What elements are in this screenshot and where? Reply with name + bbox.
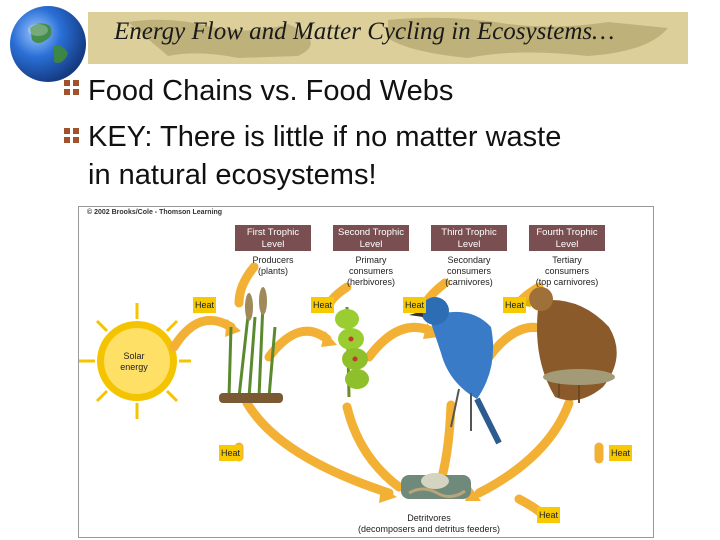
- solar-label-line: energy: [120, 362, 148, 372]
- bullet-icon: [64, 80, 79, 95]
- detritivores-label-line: Detritvores: [407, 513, 451, 523]
- level-title: First Trophic: [246, 227, 300, 238]
- level-desc-line: (herbivores): [346, 277, 395, 287]
- level-box-second: Second Trophic Level: [333, 225, 409, 251]
- level-title: Second Trophic: [337, 227, 404, 238]
- detritivores-label-line: (decomposers and detritus feeders): [357, 524, 501, 534]
- globe-icon: [10, 6, 86, 82]
- level-desc-line: Primary: [355, 255, 387, 265]
- bullet-key-continued: in natural ecosystems!: [88, 159, 377, 191]
- heat-label: Heat: [503, 297, 527, 313]
- slide-title: Energy Flow and Matter Cycling in Ecosys…: [114, 18, 615, 45]
- level-title: Third Trophic: [441, 227, 497, 238]
- level-desc-line: (plants): [257, 266, 288, 276]
- bullet-key: KEY: There is little if no matter waste: [88, 121, 562, 153]
- level-title: Fourth Trophic: [536, 227, 598, 238]
- level-desc-second: Primary consumers (herbivores): [326, 255, 416, 288]
- level-box-third: Third Trophic Level: [431, 225, 507, 251]
- heat-label: Heat: [193, 297, 217, 313]
- level-desc-line: Secondary: [447, 255, 491, 265]
- level-desc-third: Secondary consumers (carnivores): [424, 255, 514, 288]
- hawk-icon: [519, 287, 617, 403]
- level-desc-line: (top carnivores): [535, 277, 599, 287]
- level-title: Level: [555, 239, 579, 250]
- level-desc-line: Tertiary: [552, 255, 582, 265]
- heat-label: Heat: [219, 445, 243, 461]
- detritivores-icon: [401, 473, 471, 499]
- level-desc-line: consumers: [348, 266, 393, 276]
- bullet-food-chains: Food Chains vs. Food Webs: [88, 75, 454, 107]
- level-desc-line: consumers: [544, 266, 589, 276]
- title-banner: [88, 12, 688, 64]
- heat-label: Heat: [537, 507, 561, 523]
- level-title: Level: [261, 239, 285, 250]
- heat-label: Heat: [609, 445, 633, 461]
- solar-label-line: Solar: [123, 351, 145, 361]
- caterpillar-icon: [335, 306, 369, 398]
- level-box-first: First Trophic Level: [235, 225, 311, 251]
- level-box-fourth: Fourth Trophic Level: [529, 225, 605, 251]
- solar-energy-label: Solar energy: [109, 351, 159, 373]
- level-desc-first: Producers (plants): [228, 255, 318, 277]
- level-desc-line: (carnivores): [445, 277, 493, 287]
- detritivores-label: Detritvores (decomposers and detritus fe…: [329, 513, 529, 535]
- world-map-decoration: [128, 17, 668, 58]
- figure-copyright: © 2002 Brooks/Cole - Thomson Learning: [87, 209, 223, 216]
- food-chain-diagram: © 2002 Brooks/Cole - Thomson Learning: [78, 206, 654, 538]
- diagram-artwork: [79, 262, 617, 518]
- bullet-icon: [64, 128, 79, 143]
- heat-label: Heat: [403, 297, 427, 313]
- level-title: Level: [457, 239, 481, 250]
- sun-icon: [79, 303, 191, 419]
- bird-icon: [409, 297, 502, 445]
- level-desc-line: consumers: [446, 266, 491, 276]
- level-desc-line: Producers: [252, 255, 294, 265]
- level-desc-fourth: Tertiary consumers (top carnivores): [522, 255, 612, 288]
- plant-icon: [219, 287, 283, 403]
- level-title: Level: [359, 239, 383, 250]
- heat-label: Heat: [311, 297, 335, 313]
